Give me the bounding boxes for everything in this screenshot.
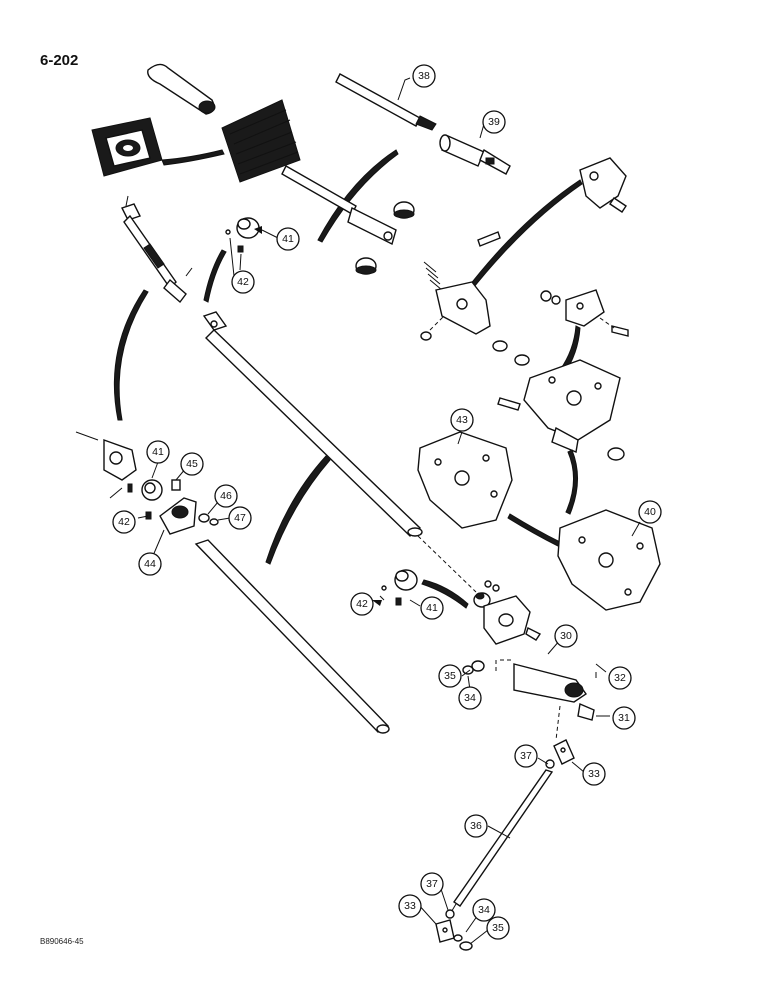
svg-text:30: 30: [560, 630, 572, 642]
callout: 42: [112, 510, 136, 534]
svg-text:40: 40: [644, 506, 656, 518]
svg-text:41: 41: [426, 602, 438, 614]
svg-text:37: 37: [520, 750, 532, 762]
top-right-bracket: [579, 157, 627, 213]
svg-text:41: 41: [282, 233, 294, 245]
collar-41-top: [225, 217, 260, 253]
callout: 41: [146, 440, 170, 464]
callout: 46: [214, 484, 238, 508]
svg-text:42: 42: [356, 598, 368, 610]
svg-text:38: 38: [418, 70, 430, 82]
small-bracket: [514, 289, 629, 366]
svg-text:42: 42: [118, 516, 130, 528]
control-rod-36: [449, 769, 554, 915]
upper-linkage: [121, 195, 193, 304]
long-rod-upper: [202, 311, 423, 537]
callout: 47: [228, 506, 252, 530]
lever-30: [462, 659, 607, 741]
svg-text:36: 36: [470, 820, 482, 832]
end-fitting-upper: [545, 739, 575, 769]
callout: 43: [450, 408, 474, 432]
callout: 37: [420, 872, 444, 896]
end-fitting-lower: [435, 909, 473, 951]
callout: 31: [612, 706, 636, 730]
callout: 34: [472, 898, 496, 922]
callout: 33: [398, 894, 422, 918]
svg-text:35: 35: [492, 922, 504, 934]
callout: 42: [231, 270, 255, 294]
svg-text:31: 31: [618, 712, 630, 724]
svg-text:39: 39: [488, 116, 500, 128]
callout: 44: [138, 552, 162, 576]
callout: 36: [464, 814, 488, 838]
svg-text:37: 37: [426, 878, 438, 890]
svg-text:35: 35: [444, 670, 456, 682]
fitting-39: [439, 134, 511, 175]
leader-lines: [137, 77, 641, 945]
callout: 41: [276, 227, 300, 251]
callout: 38: [412, 64, 436, 88]
image-code: B890646-45: [40, 937, 84, 946]
callout: 32: [608, 666, 632, 690]
callout: 33: [582, 762, 606, 786]
lower-pivot-assembly: [381, 569, 542, 645]
callout: 42: [350, 592, 374, 616]
page-number: 6-202: [40, 52, 79, 69]
svg-text:47: 47: [234, 512, 246, 524]
callout: 34: [458, 686, 482, 710]
upper-bracket: [497, 359, 625, 461]
svg-text:42: 42: [237, 276, 249, 288]
callout: 45: [180, 452, 204, 476]
callout: 30: [554, 624, 578, 648]
svg-text:46: 46: [220, 490, 232, 502]
spring-pivot: [420, 231, 508, 352]
rubber-boot: [91, 117, 163, 177]
svg-text:44: 44: [144, 558, 156, 570]
callout: 41: [420, 596, 444, 620]
callout: 35: [438, 664, 462, 688]
bellows-boot: [221, 99, 301, 183]
callout: 40: [638, 500, 662, 524]
svg-text:34: 34: [464, 692, 476, 704]
shaft-38: [335, 73, 437, 131]
callout: 39: [482, 110, 506, 134]
bracket-43: [417, 431, 513, 529]
bracket-40: [557, 509, 661, 611]
svg-text:41: 41: [152, 446, 164, 458]
left-cluster: [75, 431, 219, 535]
long-rod-lower: [194, 539, 390, 734]
svg-text:33: 33: [588, 768, 600, 780]
svg-text:32: 32: [614, 672, 626, 684]
lever-arm: [281, 165, 397, 246]
callout: 37: [514, 744, 538, 768]
svg-text:43: 43: [456, 414, 468, 426]
svg-text:33: 33: [404, 900, 416, 912]
shift-knob: [147, 63, 216, 115]
callout: 35: [486, 916, 510, 940]
svg-text:45: 45: [186, 458, 198, 470]
svg-text:34: 34: [478, 904, 490, 916]
